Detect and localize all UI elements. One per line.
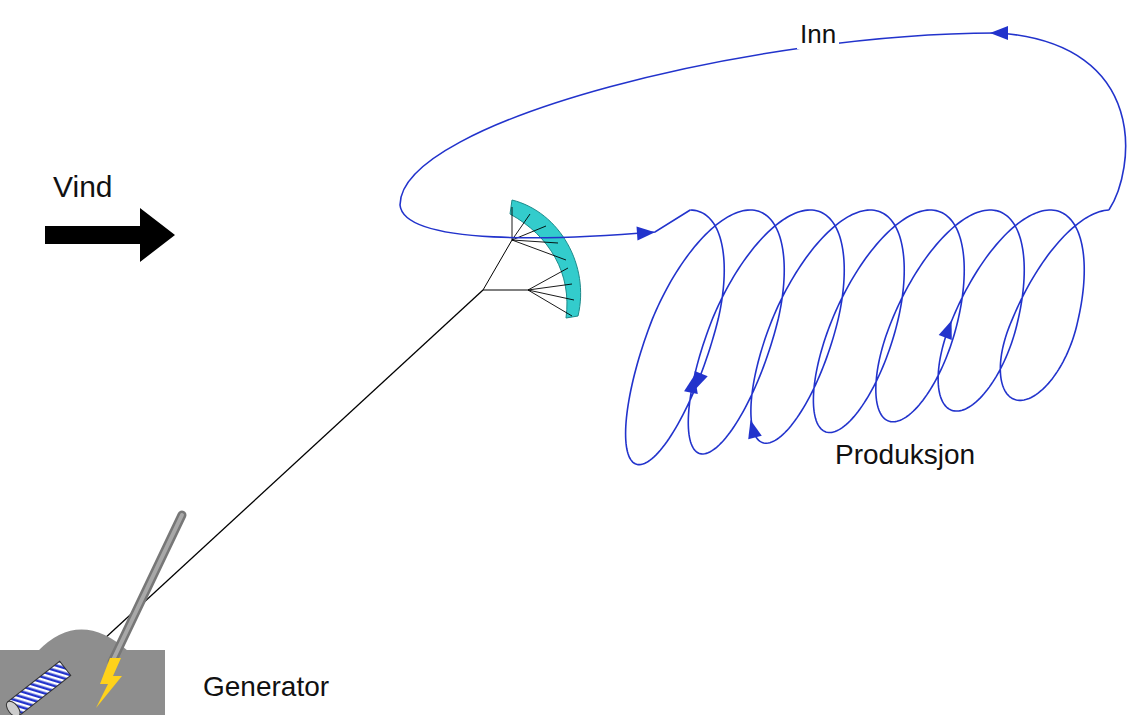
lightning-symbol [96,658,122,708]
production-loops [626,210,1109,465]
direction-arrow [744,418,762,439]
wind-arrow [45,208,175,262]
direction-arrow [990,26,1008,40]
label: Generator [200,672,332,703]
generator-housing [0,515,182,715]
flight-path [400,26,1126,465]
direction-arrow [939,318,958,340]
winch-drum [4,661,71,715]
label: Vind [50,170,116,203]
label: Inn [797,20,839,49]
kite [483,200,581,318]
direction-arrow [637,225,656,240]
direction-arrow [684,374,701,394]
label: Produksjon [832,440,978,471]
reel-in-path [400,33,1126,238]
